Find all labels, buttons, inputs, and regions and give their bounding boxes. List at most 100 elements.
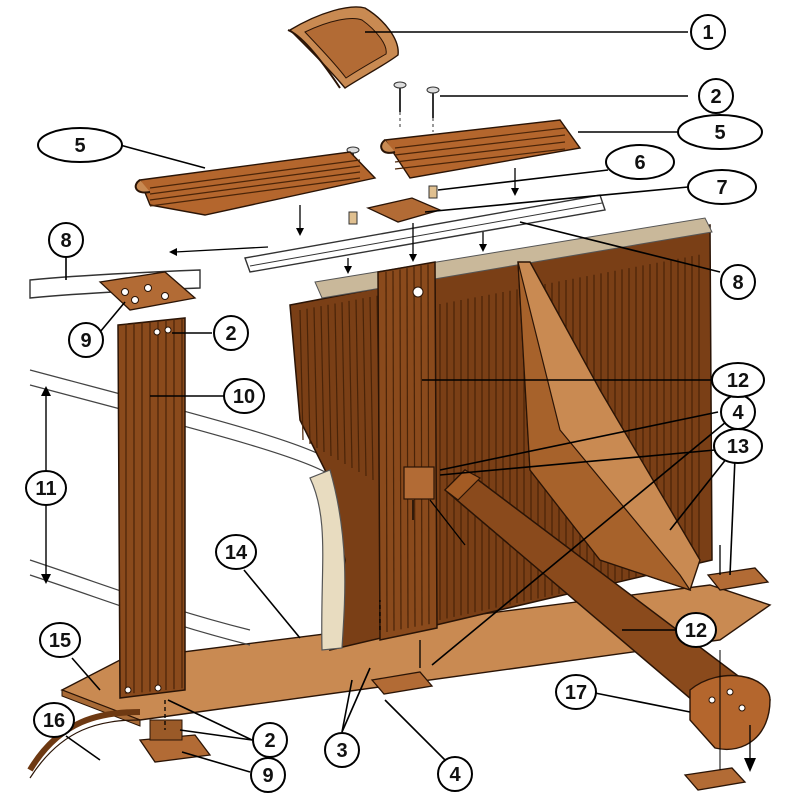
callout-label: 4 xyxy=(449,764,461,786)
left-top-plate-hole-2 xyxy=(144,284,152,292)
rib-line xyxy=(399,269,402,630)
left-post-hole-3 xyxy=(124,686,132,694)
rib-line xyxy=(149,177,361,207)
callout-4-right: 4 xyxy=(720,394,756,430)
upright-front-ribs xyxy=(385,264,430,633)
buttress-upper-face xyxy=(517,261,692,592)
rib-line xyxy=(348,300,353,469)
rib-line xyxy=(334,303,339,461)
screw-top-2 xyxy=(426,86,440,132)
callout-label: 1 xyxy=(702,22,713,44)
callout-8-left: 8 xyxy=(48,222,84,258)
upright-bracket xyxy=(403,466,435,500)
connector-plate xyxy=(366,197,442,223)
callout-leaders xyxy=(65,31,739,773)
bottom-curved-rail xyxy=(27,709,141,772)
shoe-hole-2 xyxy=(726,688,734,696)
callout-7-label: 7 xyxy=(716,177,727,199)
shoe-hole-3 xyxy=(738,704,746,712)
pool-outline-upper-2 xyxy=(29,384,331,476)
callout-6-label: 6 xyxy=(634,152,645,174)
buttress-lower-top xyxy=(444,469,481,501)
callout-16-label: 16 xyxy=(43,710,65,732)
callout-12-top-shape xyxy=(711,362,765,398)
callout-9-top: 9 xyxy=(68,322,104,358)
rail-cap-right-ribs xyxy=(394,127,566,170)
pool-outline-upper xyxy=(29,369,331,461)
rib-line xyxy=(306,308,311,445)
top-rail-center xyxy=(244,194,606,273)
left-post-ribs xyxy=(125,318,183,694)
top-cap-inner xyxy=(304,18,387,79)
callout-5-left-shape xyxy=(37,127,123,163)
pool-liner xyxy=(309,469,346,651)
rib-line xyxy=(394,134,566,156)
upright-front-hole xyxy=(412,286,424,298)
rib-line xyxy=(420,265,423,626)
top-cap-lip xyxy=(287,29,341,89)
rib-line xyxy=(149,159,361,189)
callout-15-shape xyxy=(39,622,81,658)
left-top-plate-hole-4 xyxy=(131,296,139,304)
rib-line xyxy=(355,299,360,473)
callout-2-post: 2 xyxy=(213,315,249,351)
nut-right xyxy=(428,185,438,199)
callout-label: 2 xyxy=(264,730,275,752)
rib-line xyxy=(149,171,361,201)
callout-9-bottom: 9 xyxy=(250,757,286,793)
top-rail-center-inner xyxy=(249,202,603,267)
left-bottom-bracket xyxy=(149,719,183,741)
callout-8-right: 8 xyxy=(720,264,756,300)
callout-2-top: 2 xyxy=(698,78,734,114)
callout-label: 8 xyxy=(60,230,71,252)
rib-line xyxy=(320,306,325,453)
callout-12-bottom-shape xyxy=(675,612,717,648)
bottom-curved-rail-edge xyxy=(29,719,141,779)
callout-10-shape xyxy=(223,378,265,414)
rib-line xyxy=(327,304,332,457)
shoe-hole-1 xyxy=(708,696,716,704)
rail-cap-left-ribs xyxy=(149,159,361,207)
callout-7-shape xyxy=(687,169,757,205)
rib-line xyxy=(427,264,430,625)
rib-line xyxy=(394,148,566,170)
rail-cap-left-curl xyxy=(134,179,151,194)
rail-cap-right-curl xyxy=(380,139,396,154)
rib-line xyxy=(299,309,304,441)
rib-line xyxy=(149,165,361,195)
foot-plate-right xyxy=(706,567,770,591)
callouts: 1 2 2 2 3 4 4 5 5 6 7 8 8 9 9 10 11 12 1… xyxy=(25,14,765,793)
callout-12-bottom-label: 12 xyxy=(685,620,707,642)
rib-line xyxy=(362,298,367,477)
rib-line xyxy=(394,141,566,163)
callout-13-shape xyxy=(713,428,763,464)
rib-line xyxy=(392,270,395,631)
foot-plate-center xyxy=(370,671,434,695)
buttress-foot-shoe xyxy=(689,674,771,751)
callout-2-bottom: 2 xyxy=(252,722,288,758)
callout-label: 2 xyxy=(710,86,721,108)
rib-line xyxy=(406,268,409,629)
rib-line xyxy=(394,127,566,149)
callout-15-label: 15 xyxy=(49,630,71,652)
callout-label: 9 xyxy=(80,330,91,352)
callout-17-shape xyxy=(555,674,597,710)
callout-16-shape xyxy=(33,702,75,738)
rail-cap-left xyxy=(139,151,377,216)
callout-14-label: 14 xyxy=(225,542,248,564)
callout-14-shape xyxy=(215,534,257,570)
callout-label: 3 xyxy=(336,740,347,762)
screw-top-1 xyxy=(393,81,407,128)
callout-13-label: 13 xyxy=(727,436,749,458)
rib-line xyxy=(313,307,318,449)
rib-line xyxy=(385,271,388,633)
callout-5-right-label: 5 xyxy=(714,122,725,144)
rib-line xyxy=(369,296,374,481)
callout-label: 4 xyxy=(732,402,744,424)
callout-10-label: 10 xyxy=(233,386,255,408)
left-top-plate-hole-3 xyxy=(161,292,169,300)
callout-label: 8 xyxy=(732,272,743,294)
callout-17-label: 17 xyxy=(565,682,587,704)
assembly-arrowheads xyxy=(169,188,756,772)
